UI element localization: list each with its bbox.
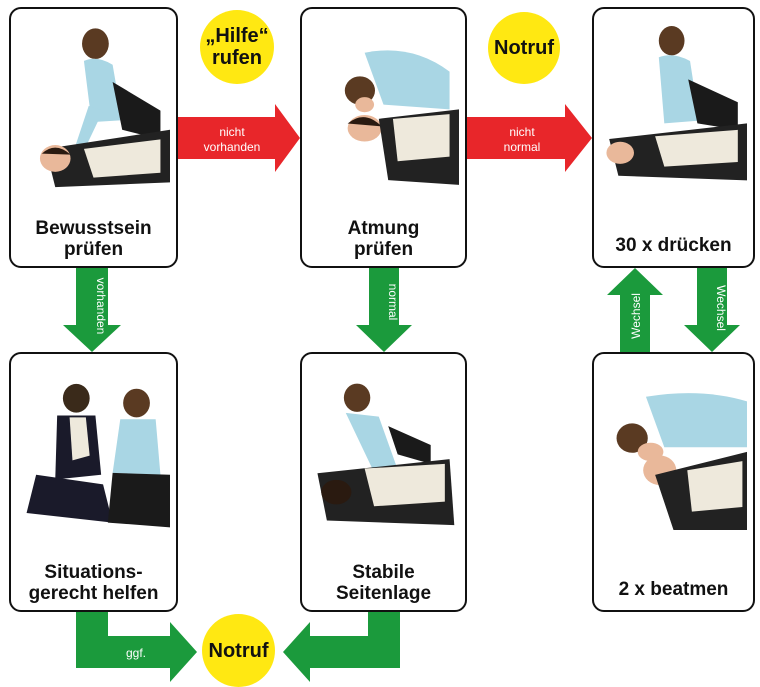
arrow-label-wechsel-down: Wechsel [714, 285, 728, 331]
card-label-beatmen: 2 x beatmen [618, 579, 729, 600]
photo-breathing-check [344, 50, 459, 185]
arrow-label-nicht-normal-1: nicht [509, 125, 535, 139]
photo-rescue-breaths [616, 393, 747, 530]
circle-notruf-top: Notruf [488, 12, 560, 84]
card-atmung-pruefen: Atmung prüfen [300, 7, 467, 268]
card-bewusstsein-pruefen: Bewusstsein prüfen [9, 7, 178, 268]
arrow-nicht-vorhanden: nicht vorhanden [178, 104, 300, 172]
card-situationsgerecht-helfen: Situations- gerecht helfen [9, 352, 178, 612]
arrow-label-vorhanden: vorhanden [94, 278, 108, 335]
arrow-label-ggf: ggf. [126, 646, 146, 660]
card-30x-druecken: 30 x drücken [592, 7, 755, 268]
circle-notruf-bottom: Notruf [202, 614, 275, 687]
photo-consciousness-check [39, 28, 170, 188]
arrow-label-normal: normal [386, 284, 400, 321]
card-label-druecken: 30 x drücken [615, 235, 732, 256]
card-label-seitenlage: Stabile Seitenlage [335, 562, 432, 604]
arrow-label-nicht-vorhanden-1: nicht [219, 125, 245, 139]
arrow-label-nicht-vorhanden-2: vorhanden [204, 140, 261, 154]
arrow-ggf: ggf. [76, 612, 197, 682]
arrow-seitenlage-notruf [283, 612, 400, 682]
arrow-normal: normal [356, 268, 412, 352]
photo-recovery-position [317, 383, 455, 526]
arrow-nicht-normal: nicht normal [467, 104, 592, 172]
arrow-wechsel-down: Wechsel [684, 268, 740, 352]
photo-chest-compressions [606, 26, 747, 181]
arrow-wechsel-up: Wechsel [607, 268, 663, 352]
card-label-situation: Situations- gerecht helfen [28, 562, 159, 604]
card-2x-beatmen: 2 x beatmen [592, 352, 755, 612]
card-label-bewusstsein: Bewusstsein prüfen [35, 218, 152, 260]
arrow-label-nicht-normal-2: normal [504, 140, 541, 154]
arrow-vorhanden: vorhanden [63, 268, 121, 352]
arrow-label-wechsel-up: Wechsel [629, 293, 643, 339]
card-label-atmung: Atmung prüfen [347, 218, 420, 260]
circle-hilfe-rufen: „Hilfe“ rufen [200, 10, 274, 84]
photo-situational-help [26, 383, 170, 528]
card-stabile-seitenlage: Stabile Seitenlage [300, 352, 467, 612]
